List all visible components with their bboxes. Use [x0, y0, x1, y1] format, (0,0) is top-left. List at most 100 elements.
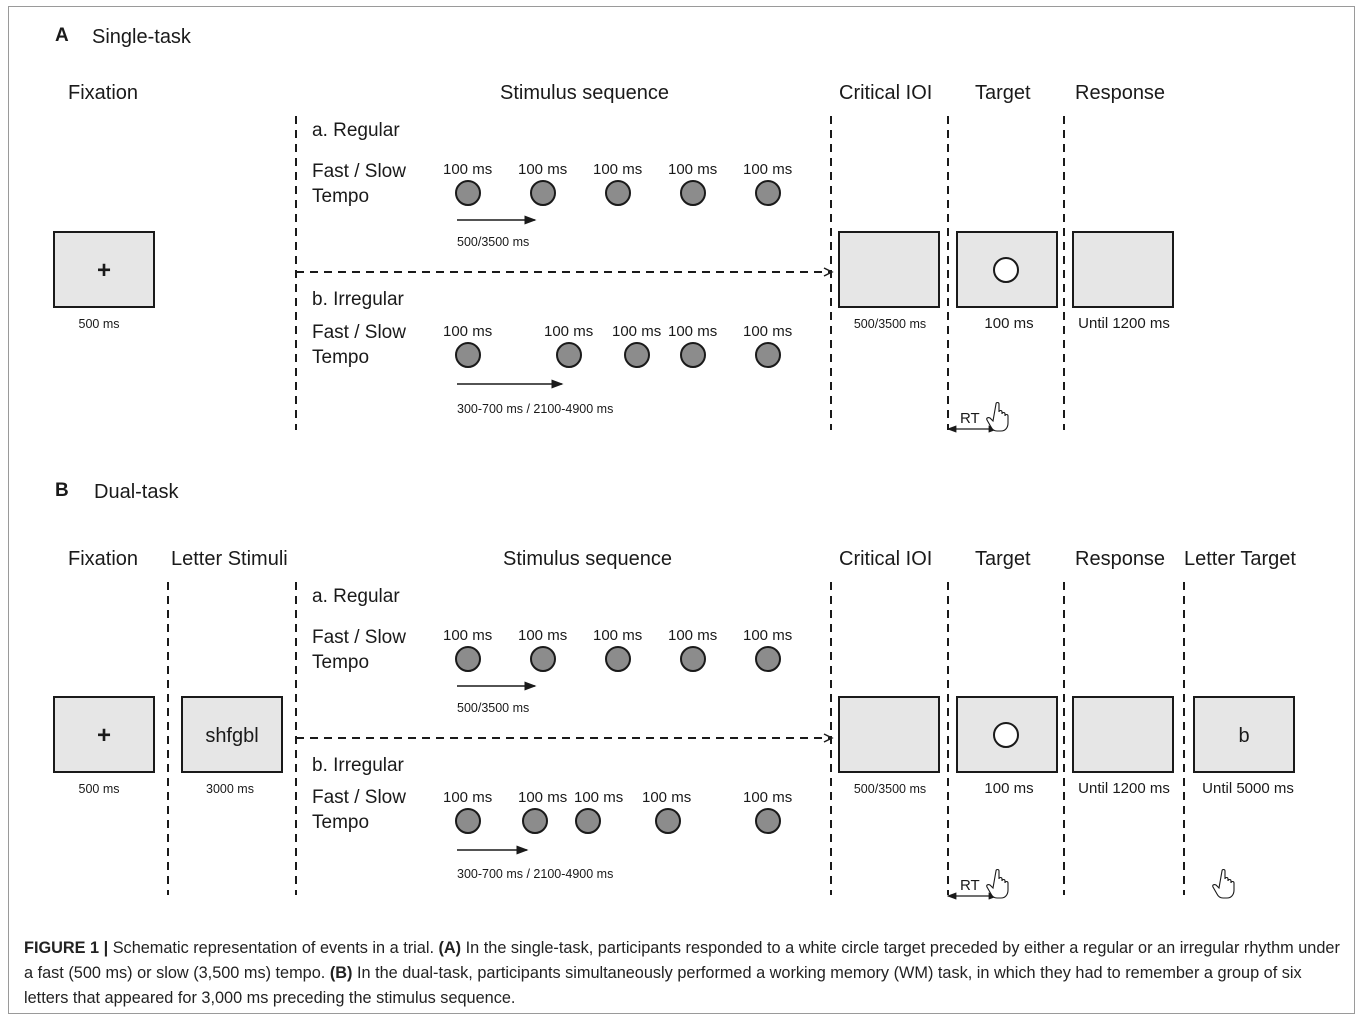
- tempo-line2: Tempo: [312, 652, 369, 673]
- response-duration: Until 1200 ms: [1078, 315, 1170, 332]
- stimulus-duration-label: 100 ms: [668, 323, 717, 340]
- fixation-duration: 500 ms: [79, 317, 120, 331]
- header-target: Target: [975, 548, 1031, 570]
- panel-b-title: Dual-task: [94, 481, 179, 503]
- fixation-box: [53, 696, 155, 773]
- panel-a-title: Single-task: [92, 26, 192, 48]
- stimulus-circle: [530, 180, 556, 206]
- stimulus-circle: [755, 342, 781, 368]
- stimulus-circle: [455, 646, 481, 672]
- caption-b-text: In the dual-task, participants simultane…: [24, 964, 1302, 1007]
- header-stimulus-sequence: Stimulus sequence: [500, 82, 669, 104]
- stimulus-duration-label: 100 ms: [518, 627, 567, 644]
- tempo-line1: Fast / Slow: [312, 627, 406, 648]
- stimulus-duration-label: 100 ms: [574, 789, 623, 806]
- figure-schematic: A Single-task Fixation Stimulus sequence…: [53, 25, 1296, 900]
- stimulus-circle: [755, 646, 781, 672]
- stimulus-circle: [624, 342, 650, 368]
- stimulus-circle: [680, 646, 706, 672]
- critical-ioi-duration: 500/3500 ms: [854, 782, 926, 796]
- stimulus-circle: [680, 180, 706, 206]
- stimulus-circle: [575, 808, 601, 834]
- letter-target-box: [1193, 696, 1295, 773]
- stimulus-duration-label: 100 ms: [443, 627, 492, 644]
- header-letter-target: Letter Target: [1184, 548, 1296, 570]
- panel-a-letter: A: [55, 25, 69, 46]
- caption-intro: Schematic representation of events in a …: [108, 939, 439, 957]
- stimulus-duration-label: 100 ms: [743, 323, 792, 340]
- letter-stimuli-text: shfgbl: [205, 725, 258, 747]
- target-circle: [993, 257, 1019, 283]
- stimulus-circle: [755, 808, 781, 834]
- irregular-interval: 300-700 ms / 2100-4900 ms: [457, 402, 613, 416]
- stimulus-circle: [530, 646, 556, 672]
- caption-a-text: In the single-task, participants respond…: [24, 939, 1340, 982]
- stimulus-duration-label: 100 ms: [593, 627, 642, 644]
- hand-click-icon: [986, 401, 1009, 432]
- letter-stimuli-duration: 3000 ms: [206, 782, 254, 796]
- header-fixation: Fixation: [68, 548, 138, 570]
- fixation-cross: +: [97, 722, 111, 749]
- tempo-line1: Fast / Slow: [312, 161, 406, 182]
- stimulus-duration-label: 100 ms: [544, 323, 593, 340]
- target-circle: [993, 722, 1019, 748]
- figure-caption: FIGURE 1 | Schematic representation of e…: [24, 936, 1344, 1011]
- irregular-label: b. Irregular: [312, 289, 405, 310]
- rt-label: RT: [960, 877, 980, 894]
- rt-label: RT: [960, 410, 980, 427]
- header-response: Response: [1075, 82, 1165, 104]
- letter-target-text: b: [1238, 725, 1249, 747]
- letter-target-duration: Until 5000 ms: [1202, 780, 1294, 797]
- header-letter-stimuli: Letter Stimuli: [171, 548, 288, 570]
- panel-b-letter: B: [55, 480, 69, 501]
- regular-label: a. Regular: [312, 120, 400, 141]
- tempo-line1: Fast / Slow: [312, 787, 406, 808]
- hand-click-icon: [1212, 868, 1235, 899]
- regular-interval: 500/3500 ms: [457, 235, 529, 249]
- stimulus-duration-label: 100 ms: [593, 161, 642, 178]
- regular-label: a. Regular: [312, 586, 400, 607]
- header-stimulus-sequence: Stimulus sequence: [503, 548, 672, 570]
- stimulus-duration-label: 100 ms: [443, 161, 492, 178]
- header-critical-ioi: Critical IOI: [839, 548, 932, 570]
- stimulus-circle: [605, 646, 631, 672]
- stimulus-duration-label: 100 ms: [668, 627, 717, 644]
- stimulus-duration-label: 100 ms: [743, 161, 792, 178]
- stimulus-duration-label: 100 ms: [612, 323, 661, 340]
- stimulus-duration-label: 100 ms: [443, 789, 492, 806]
- panel-b: B Dual-task Fixation Letter Stimuli Stim…: [53, 480, 1296, 900]
- tempo-line2: Tempo: [312, 812, 369, 833]
- header-response: Response: [1075, 548, 1165, 570]
- stimulus-circle: [455, 808, 481, 834]
- stimulus-circle: [680, 342, 706, 368]
- irregular-interval: 300-700 ms / 2100-4900 ms: [457, 867, 613, 881]
- target-duration: 100 ms: [984, 315, 1033, 332]
- fixation-duration: 500 ms: [79, 782, 120, 796]
- panel-a: A Single-task Fixation Stimulus sequence…: [53, 25, 1174, 433]
- stimulus-duration-label: 100 ms: [642, 789, 691, 806]
- header-target: Target: [975, 82, 1031, 104]
- caption-figure-label: FIGURE 1 |: [24, 939, 109, 957]
- fixation-cross: +: [97, 257, 111, 284]
- irregular-label: b. Irregular: [312, 755, 405, 776]
- stimulus-duration-label: 100 ms: [743, 627, 792, 644]
- hand-click-icon: [986, 868, 1009, 899]
- stimulus-circle: [556, 342, 582, 368]
- caption-a-ref: (A): [438, 939, 462, 957]
- stimulus-duration-label: 100 ms: [668, 161, 717, 178]
- stimulus-circle: [522, 808, 548, 834]
- response-box: [1072, 231, 1174, 308]
- stimulus-circle: [655, 808, 681, 834]
- header-fixation: Fixation: [68, 82, 138, 104]
- stimulus-duration-label: 100 ms: [518, 161, 567, 178]
- tempo-line2: Tempo: [312, 186, 369, 207]
- regular-interval: 500/3500 ms: [457, 701, 529, 715]
- tempo-line2: Tempo: [312, 347, 369, 368]
- stimulus-circle: [455, 180, 481, 206]
- tempo-line1: Fast / Slow: [312, 322, 406, 343]
- critical-ioi-box: [838, 696, 940, 773]
- critical-ioi-duration: 500/3500 ms: [854, 317, 926, 331]
- target-duration: 100 ms: [984, 780, 1033, 797]
- stimulus-circle: [605, 180, 631, 206]
- regular-sequence: 100 ms 100 ms 100 ms 100 ms 100 ms: [443, 627, 792, 672]
